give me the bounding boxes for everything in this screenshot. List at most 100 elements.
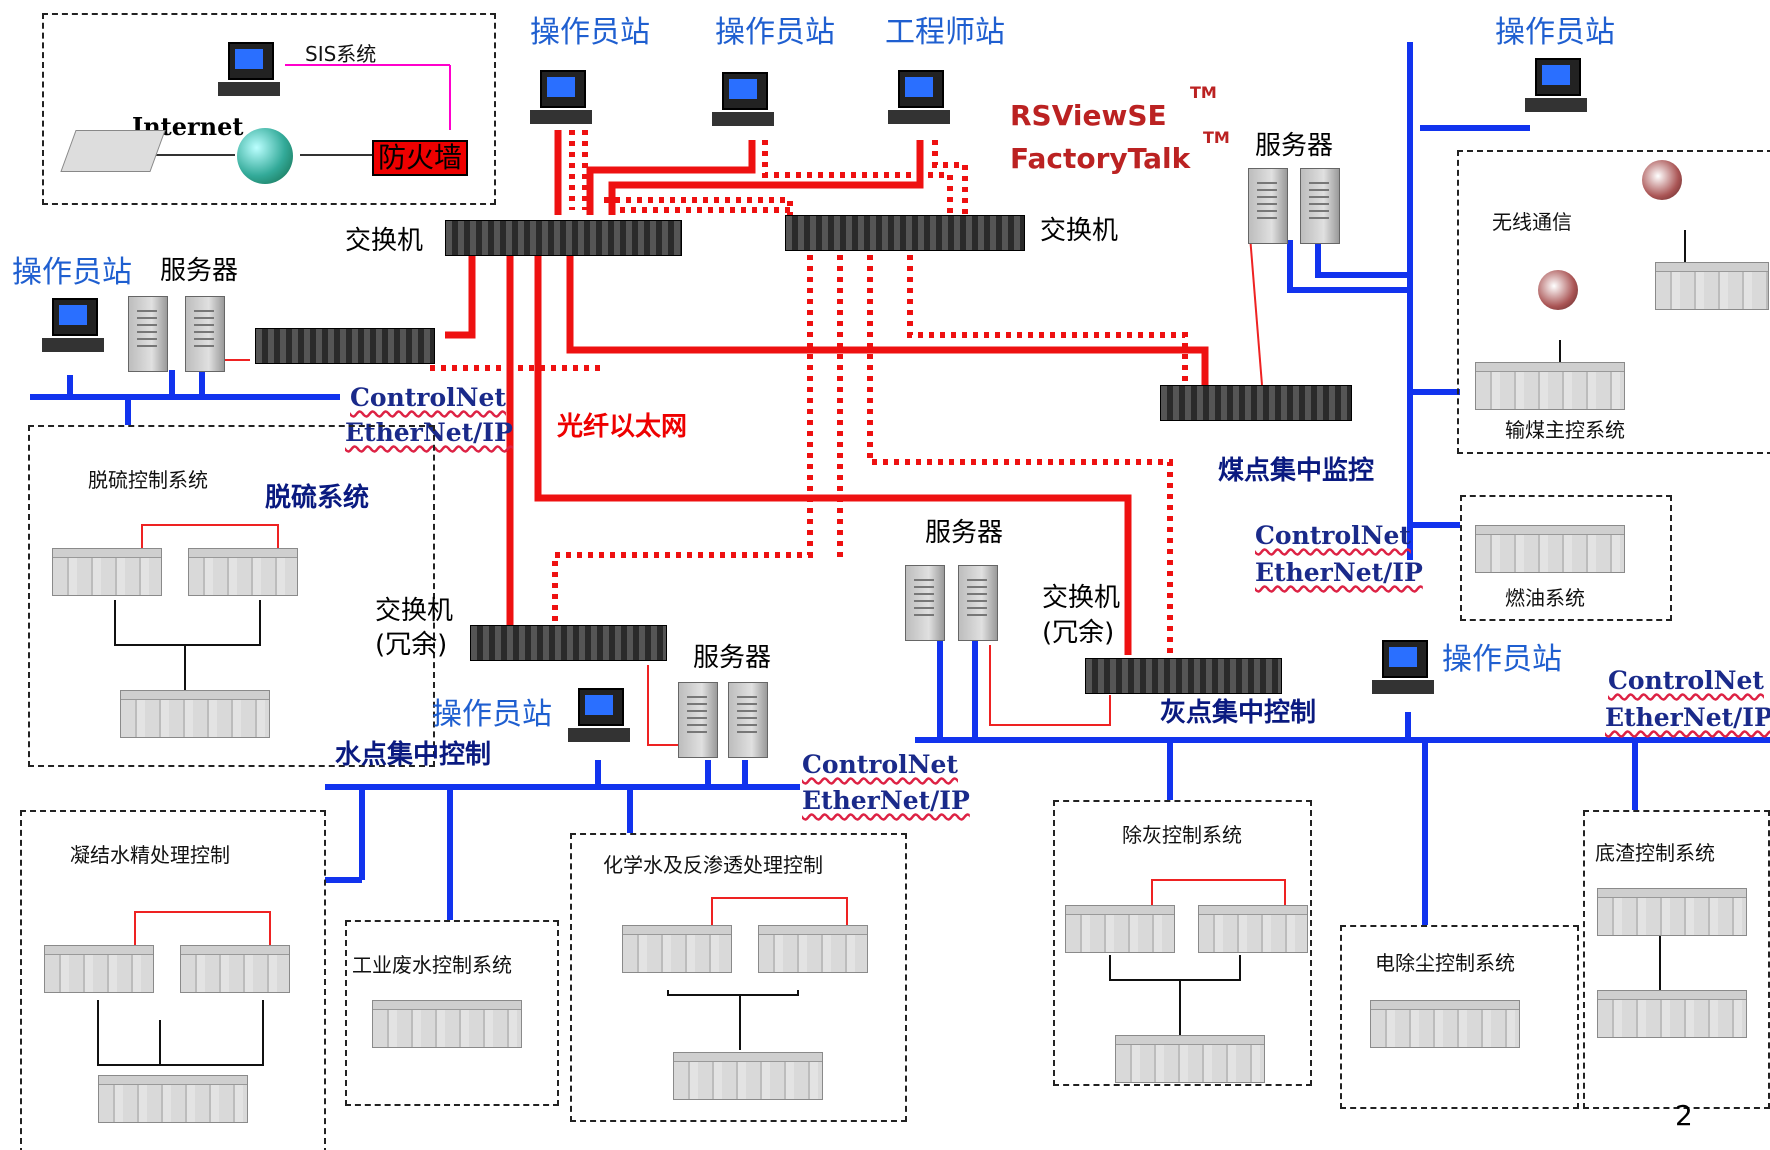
operator-station-icon — [1372, 640, 1434, 698]
desulf-switch — [255, 328, 435, 364]
water-switch-label-2: (冗余) — [375, 630, 448, 660]
coal-switch — [1160, 385, 1352, 421]
water-control-title: 水点集中控制 — [335, 740, 492, 770]
bottom-ash-box — [1583, 810, 1770, 1109]
water-operator-station-label: 操作员站 — [432, 697, 552, 732]
server-icon — [1248, 168, 1288, 244]
server-icon — [958, 565, 998, 641]
main-switch-right-label: 交换机 — [1040, 216, 1119, 246]
ash-control-title: 灰点集中控制 — [1160, 698, 1317, 728]
water-switch-label-1: 交换机 — [375, 596, 454, 626]
plc-rack — [372, 1000, 522, 1048]
ethernetip-label-ash: EtherNet/IP — [1605, 703, 1770, 732]
laptop-icon — [60, 130, 166, 172]
plc-rack — [1370, 1000, 1520, 1048]
plc-rack — [1475, 362, 1625, 410]
plc-rack — [52, 548, 162, 596]
water-server-label: 服务器 — [693, 643, 772, 673]
plc-rack — [1065, 905, 1175, 953]
page-number: 2 — [1675, 1099, 1693, 1132]
server-icon — [678, 682, 718, 758]
firewall-label: 防火墙 — [372, 140, 469, 176]
controlnet-label-left: ControlNet — [350, 383, 506, 412]
main-switch-right — [785, 215, 1025, 251]
factorytalk-label: FactoryTalk — [1010, 142, 1191, 175]
plc-rack — [622, 925, 732, 973]
internet-inset-box — [42, 13, 496, 205]
server-icon — [728, 682, 768, 758]
main-switch-left — [445, 220, 682, 256]
sis-computer-icon — [218, 42, 280, 100]
coal-operator-station-label: 操作员站 — [1495, 15, 1615, 50]
dust-removal-box — [1340, 925, 1579, 1109]
left-server-label: 服务器 — [160, 256, 239, 286]
desulf-system-title: 脱硫系统 — [265, 483, 370, 513]
plc-rack — [180, 945, 290, 993]
plc-rack — [188, 548, 298, 596]
condensate-box — [20, 810, 326, 1150]
satellite-dish-icon — [1642, 160, 1682, 200]
operator-station-icon — [568, 688, 630, 746]
controlnet-label-coal: ControlNet — [1255, 521, 1411, 550]
plc-rack — [673, 1052, 823, 1100]
rsview-label: RSViewSE — [1010, 99, 1167, 132]
plc-rack — [1198, 905, 1308, 953]
chemical-water-box — [570, 833, 907, 1122]
water-switch — [470, 625, 667, 661]
thin-red-links — [225, 235, 1263, 746]
coal-transport-label: 输煤主控系统 — [1505, 418, 1625, 442]
coal-server-label: 服务器 — [1255, 131, 1334, 161]
plc-rack — [1597, 990, 1747, 1038]
ash-switch — [1085, 658, 1282, 694]
plc-rack — [758, 925, 868, 973]
fiber-ethernet-label: 光纤以太网 — [557, 412, 688, 442]
coal-monitor-title: 煤点集中监控 — [1218, 456, 1375, 486]
wastewater-box — [345, 920, 559, 1106]
ash-switch-label-1: 交换机 — [1042, 583, 1121, 613]
wireless-label: 无线通信 — [1492, 210, 1572, 234]
controlnet-label-water: ControlNet — [802, 750, 958, 779]
desulf-control-label: 脱硫控制系统 — [88, 468, 208, 492]
main-switch-left-label: 交换机 — [345, 226, 424, 256]
server-icon — [185, 296, 225, 372]
fuel-system-label: 燃油系统 — [1505, 586, 1585, 610]
engineer-station-icon — [888, 70, 950, 128]
ash-removal-label: 除灰控制系统 — [1122, 823, 1242, 847]
server-icon — [905, 565, 945, 641]
plc-links — [97, 230, 1686, 1066]
coal-transport-box — [1457, 150, 1770, 454]
operator-station-icon — [712, 72, 774, 130]
left-operator-station-label: 操作员站 — [12, 255, 132, 290]
plc-rack — [1115, 1035, 1265, 1083]
ash-switch-label-2: (冗余) — [1042, 618, 1115, 648]
server-icon — [128, 296, 168, 372]
tm-mark-1: TM — [1190, 83, 1217, 102]
fiber-dotted — [430, 130, 1188, 655]
plc-rack — [120, 690, 270, 738]
chemical-water-label: 化学水及反渗透处理控制 — [603, 853, 823, 877]
operator-station-icon — [530, 70, 592, 128]
bottom-ash-label: 底渣控制系统 — [1595, 841, 1715, 865]
desulf-control-box — [28, 425, 435, 767]
inset-wires — [155, 64, 451, 156]
ash-server-label: 服务器 — [925, 518, 1004, 548]
server-icon — [1300, 168, 1340, 244]
tm-mark-2: TM — [1203, 128, 1230, 147]
plc-rack — [1655, 262, 1769, 310]
ethernetip-label-left: EtherNet/IP — [345, 418, 513, 447]
operator-station-icon — [42, 298, 104, 356]
top-operator-station-2-label: 操作员站 — [715, 15, 835, 50]
controlnet-label-ash: ControlNet — [1608, 666, 1764, 695]
top-operator-station-1-label: 操作员站 — [530, 15, 650, 50]
sis-label: SIS系统 — [305, 42, 377, 66]
wastewater-label: 工业废水控制系统 — [352, 953, 512, 977]
ash-removal-box — [1053, 800, 1312, 1086]
condensate-label: 凝结水精处理控制 — [70, 843, 230, 867]
blue-bus — [30, 42, 1770, 925]
fiber-solid — [445, 130, 1209, 655]
plc-rack — [1597, 888, 1747, 936]
globe-icon — [237, 128, 293, 184]
dust-removal-label: 电除尘控制系统 — [1375, 951, 1515, 975]
